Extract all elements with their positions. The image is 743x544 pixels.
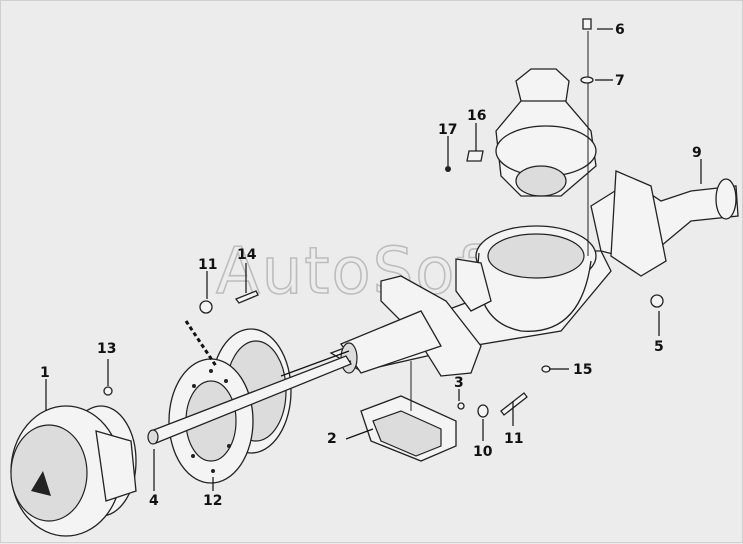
callout-16: 16 (467, 108, 486, 124)
bolt-path-indicator (184, 320, 218, 367)
differential-carrier (495, 31, 597, 256)
small-parts (103, 18, 664, 418)
callout-14: 14 (237, 247, 257, 263)
callout-2: 2 (327, 431, 337, 447)
callout-1: 1 (40, 365, 50, 381)
callout-9: 9 (692, 145, 702, 161)
leader-lines (45, 28, 702, 491)
callout-5: 5 (654, 339, 664, 355)
callout-13: 13 (97, 341, 116, 357)
callout-11-top: 11 (198, 257, 217, 273)
hub-emblem-icon (31, 471, 51, 496)
callout-11-right: 11 (504, 431, 523, 447)
axle-shaft (147, 355, 352, 445)
callout-3: 3 (454, 375, 464, 391)
brake-caliper (360, 361, 457, 462)
callout-15: 15 (573, 362, 592, 378)
wheel-hub (10, 405, 137, 537)
callout-7: 7 (615, 73, 625, 89)
callout-17: 17 (438, 122, 457, 138)
callout-6: 6 (615, 22, 625, 38)
callout-12: 12 (203, 493, 222, 509)
axle-housing (329, 170, 739, 377)
callouts: 1 2 3 4 5 6 7 9 10 11 11 12 13 14 15 16 … (40, 22, 702, 509)
callout-4: 4 (149, 493, 159, 509)
callout-10: 10 (473, 444, 493, 460)
